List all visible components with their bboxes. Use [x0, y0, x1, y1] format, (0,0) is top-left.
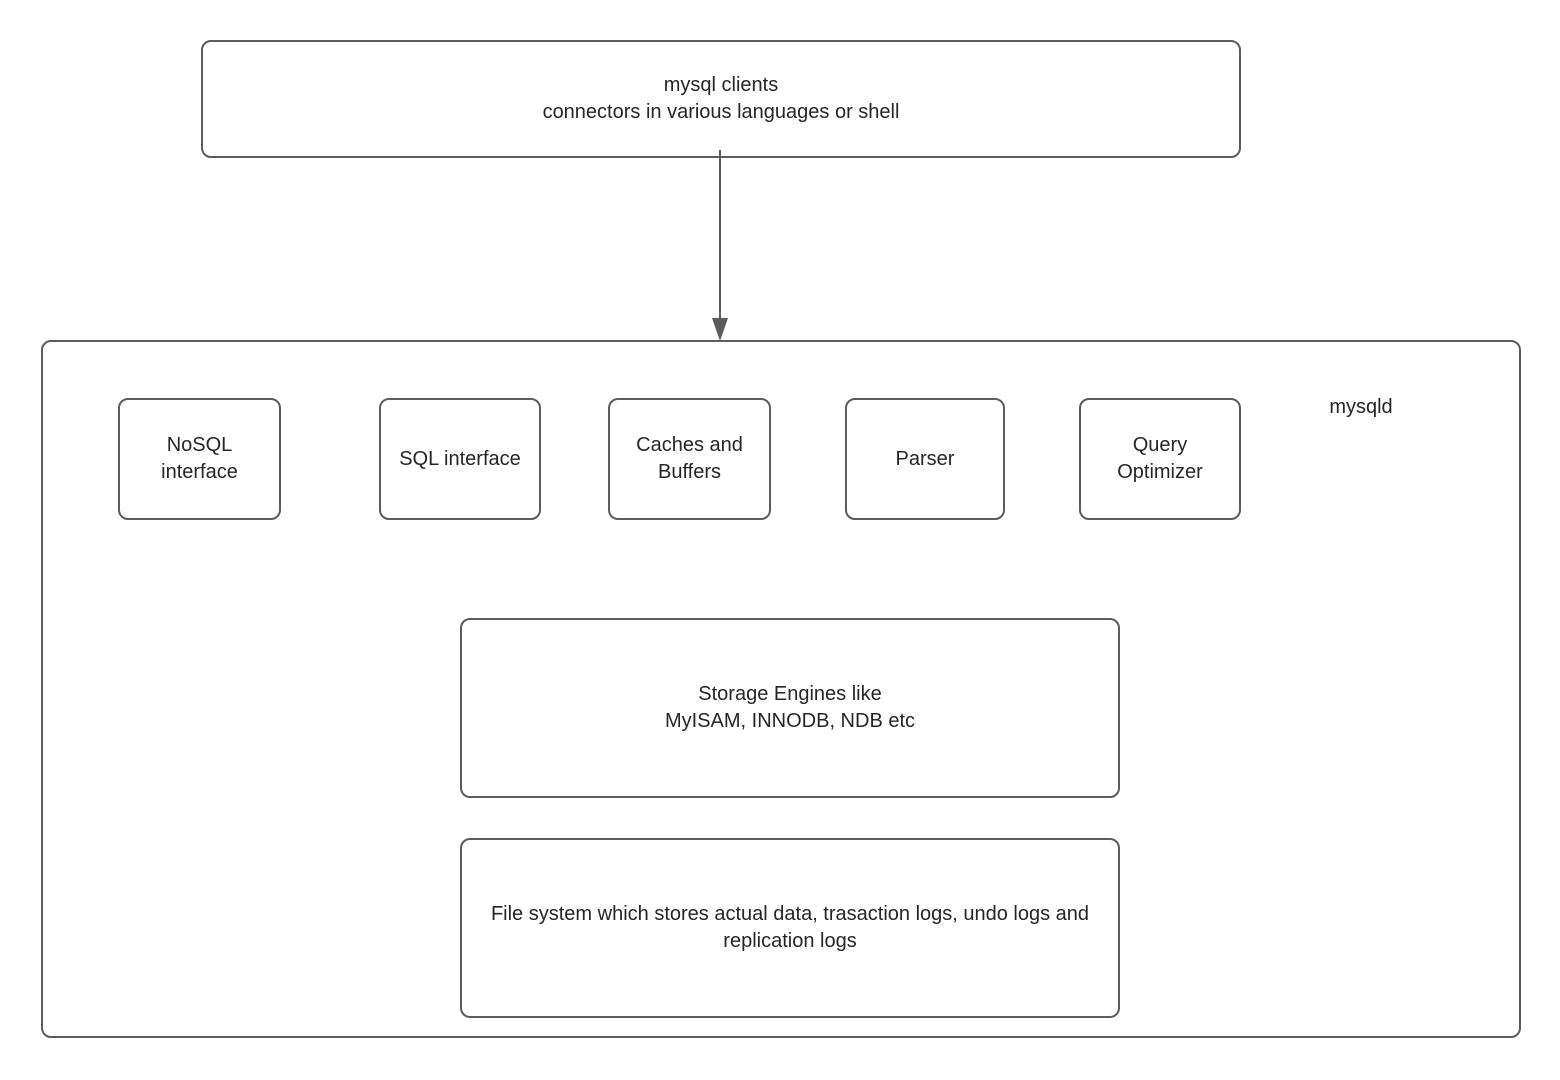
file-system-box[interactable]: File system which stores actual data, tr…: [460, 838, 1120, 1018]
nosql-interface-label: NoSQL interface: [161, 434, 238, 483]
sql-interface-box[interactable]: SQL interface: [379, 398, 541, 520]
mysqld-caption-label: mysqld: [1329, 396, 1393, 418]
arrow-head-icon: [712, 318, 728, 341]
caches-and-buffers-label: Caches and Buffers: [636, 434, 743, 483]
parser-label: Parser: [895, 447, 955, 470]
mysql-clients-label: mysql clients connectors in various lang…: [542, 74, 900, 123]
query-optimizer-label: Query Optimizer: [1117, 434, 1203, 483]
storage-engines-label: Storage Engines like MyISAM, INNODB, NDB…: [664, 683, 916, 732]
query-optimizer-box[interactable]: Query Optimizer: [1079, 398, 1241, 520]
mysql-clients-box[interactable]: mysql clients connectors in various lang…: [201, 40, 1241, 158]
file-system-label: File system which stores actual data, tr…: [490, 903, 1090, 952]
caches-and-buffers-box[interactable]: Caches and Buffers: [608, 398, 771, 520]
storage-engines-box[interactable]: Storage Engines like MyISAM, INNODB, NDB…: [460, 618, 1120, 798]
clients-to-mysqld-arrow: [696, 150, 744, 350]
nosql-interface-box[interactable]: NoSQL interface: [118, 398, 281, 520]
parser-box[interactable]: Parser: [845, 398, 1005, 520]
sql-interface-label: SQL interface: [399, 447, 521, 470]
